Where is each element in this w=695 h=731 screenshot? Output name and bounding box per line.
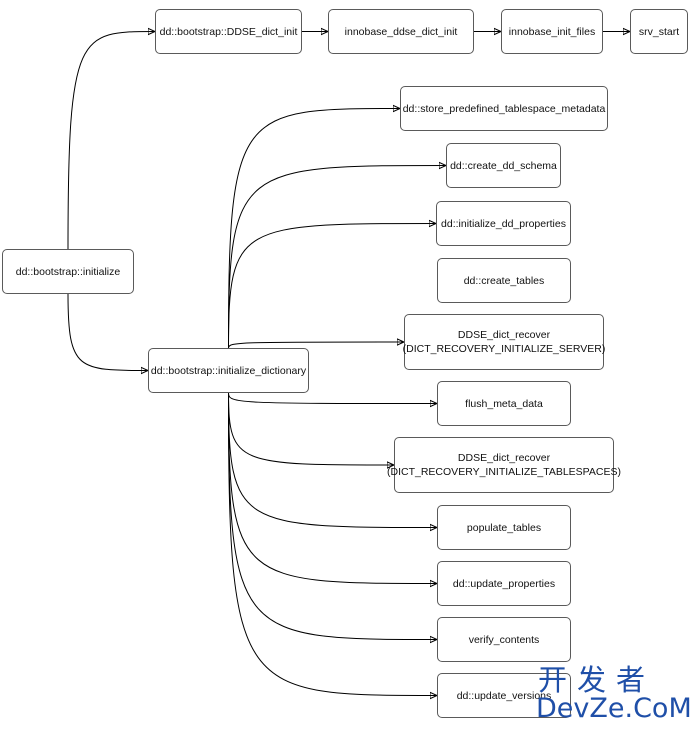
node-verify-contents: verify_contents [437,617,571,662]
edge-initialize_dictionary-to-initialize_dd_properties [228,224,437,349]
edge-initialize_dictionary-to-store_predefined_tablespace_metadata [228,109,401,349]
node-update-properties: dd::update_properties [437,561,571,606]
node-initialize-dd-properties: dd::initialize_dd_properties [436,201,571,246]
node-initialize-dictionary: dd::bootstrap::initialize_dictionary [148,348,309,393]
edge-initialize_dictionary-to-ddse_dict_recover_server [228,342,405,349]
node-innobase-init-files: innobase_init_files [501,9,603,54]
node-create-tables: dd::create_tables [437,258,571,303]
edge-initialize_dictionary-to-update_versions [228,392,438,696]
edge-initialize_dictionary-to-populate_tables [228,392,438,528]
node-flush-meta-data: flush_meta_data [437,381,571,426]
edge-initialize_dictionary-to-create_dd_schema [228,166,447,349]
node-store-predefined-tablespace-metadata: dd::store_predefined_tablespace_metadata [400,86,608,131]
node-ddse-dict-recover-tablespaces: DDSE_dict_recover (DICT_RECOVERY_INITIAL… [387,437,621,493]
node-ddse-dict-init: dd::bootstrap::DDSE_dict_init [155,9,302,54]
edge-initialize_dictionary-to-verify_contents [228,392,438,640]
node-ddse-dict-recover-server: DDSE_dict_recover (DICT_RECOVERY_INITIAL… [403,314,605,370]
node-update-versions: dd::update_versions [437,673,571,718]
edge-initialize_dictionary-to-flush_meta_data [228,392,438,404]
edge-bootstrap_initialize-to-initialize_dictionary [67,293,148,371]
edge-bootstrap_initialize-to-ddse_dict_init [67,32,155,250]
node-create-dd-schema: dd::create_dd_schema [446,143,561,188]
node-srv-start: srv_start [630,9,688,54]
node-populate-tables: populate_tables [437,505,571,550]
node-innobase-ddse-dict-init: innobase_ddse_dict_init [328,9,474,54]
node-bootstrap-initialize: dd::bootstrap::initialize [2,249,134,294]
